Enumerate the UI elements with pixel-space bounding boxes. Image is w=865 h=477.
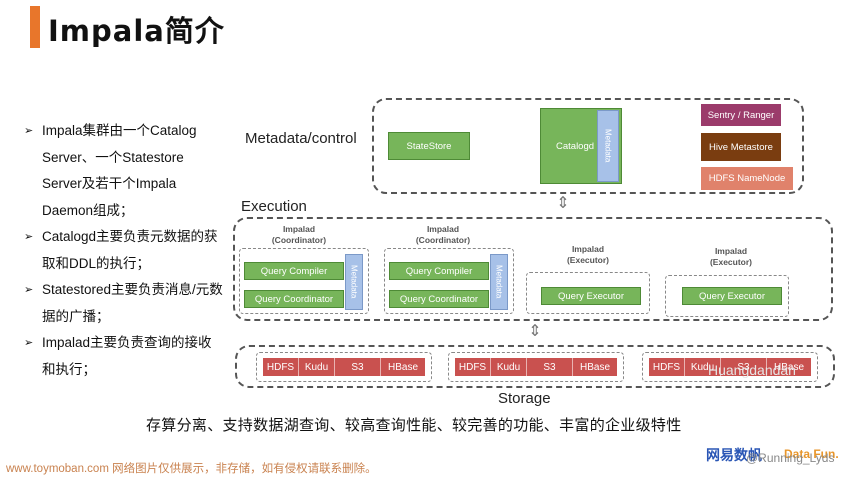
storage-row-1: HDFS Kudu S3 HBase — [263, 358, 425, 376]
storage-cell-hbase: HBase — [767, 358, 811, 376]
impalad-role: (Coordinator) — [271, 235, 327, 245]
bullet-item: ➢ Statestored主要负责消息/元数据的广播； — [24, 277, 224, 330]
storage-row-3: HDFS Kudu S3 HBase — [649, 358, 811, 376]
bullet-text: Statestored主要负责消息/元数据的广播； — [42, 282, 223, 324]
storage-cell-kudu: Kudu — [299, 358, 335, 376]
metadata-execution-arrow-icon: ⇕ — [556, 195, 570, 212]
metadata-control-label: Metadata/control — [245, 130, 357, 147]
impalad-coordinator-1-box — [239, 248, 369, 314]
storage-node-2 — [448, 352, 624, 382]
query-executor-box: Query Executor — [541, 287, 641, 305]
storage-node-3 — [642, 352, 818, 382]
impalad-name: Impalad — [714, 246, 748, 256]
summary-text: 存算分离、支持数据湖查询、较高查询性能、较完善的功能、丰富的企业级特性 — [146, 416, 682, 434]
impalad-name: Impalad — [571, 244, 605, 254]
impalad-role: (Coordinator) — [415, 235, 471, 245]
execution-storage-arrow-icon: ⇕ — [528, 323, 542, 340]
impalad-executor-1-box — [526, 272, 650, 314]
storage-cell-hdfs: HDFS — [263, 358, 299, 376]
impalad-coordinator-2-heading: Impalad (Coordinator) — [403, 224, 483, 246]
query-coordinator-box: Query Coordinator — [244, 290, 344, 308]
storage-cell-kudu: Kudu — [685, 358, 721, 376]
bullet-arrow-icon: ➢ — [24, 231, 34, 243]
storage-cell-s3: S3 — [527, 358, 573, 376]
impalad-name: Impalad — [426, 224, 460, 234]
impalad-coordinator-1-heading: Impalad (Coordinator) — [259, 224, 339, 246]
author-handle: @Running_Lyds — [746, 451, 835, 465]
hive-metastore-box: Hive Metastore — [701, 133, 781, 161]
bullet-item: ➢ Impala集群由一个Catalog Server、一个Statestore… — [24, 118, 224, 224]
execution-label: Execution — [241, 198, 307, 215]
execution-group — [233, 217, 833, 321]
storage-row-2: HDFS Kudu S3 HBase — [455, 358, 617, 376]
impalad-name: Impalad — [282, 224, 316, 234]
sentry-ranger-box: Sentry / Ranger — [701, 104, 781, 126]
bullet-item: ➢ Impalad主要负责查询的接收和执行； — [24, 330, 224, 383]
impalad-role: (Executor) — [566, 255, 610, 265]
storage-cell-s3: S3 — [721, 358, 767, 376]
bullet-item: ➢ Catalogd主要负责元数据的获取和DDL的执行； — [24, 224, 224, 277]
impalad-executor-2-box — [665, 275, 789, 317]
query-compiler-box: Query Compiler — [389, 262, 489, 280]
bullet-arrow-icon: ➢ — [24, 337, 34, 349]
brand-netease: 网易数帆 — [706, 447, 762, 463]
storage-cell-s3: S3 — [335, 358, 381, 376]
storage-node-1 — [256, 352, 432, 382]
catalogd-metadata-tag: Metadata — [597, 110, 619, 182]
bullet-arrow-icon: ➢ — [24, 284, 34, 296]
page-title: Impala简介 — [48, 14, 225, 48]
storage-cell-kudu: Kudu — [491, 358, 527, 376]
query-compiler-box: Query Compiler — [244, 262, 344, 280]
coordinator-1-metadata-tag: Metadata — [345, 254, 363, 310]
impalad-coordinator-2-box — [384, 248, 514, 314]
storage-cell-hdfs: HDFS — [649, 358, 685, 376]
bullet-text: Impalad主要负责查询的接收和执行； — [42, 335, 212, 377]
metadata-control-group — [372, 98, 804, 194]
storage-cell-hbase: HBase — [573, 358, 617, 376]
storage-cell-hdfs: HDFS — [455, 358, 491, 376]
storage-label: Storage — [498, 390, 551, 407]
impalad-executor-1-heading: Impalad (Executor) — [548, 244, 628, 266]
statestore-box: StateStore — [388, 132, 470, 160]
catalogd-label: Catalogd — [556, 140, 595, 152]
site-watermark: www.toymoban.com 网络图片仅供展示，非存储，如有侵权请联系删除。 — [6, 463, 377, 475]
bullet-text: Catalogd主要负责元数据的获取和DDL的执行； — [42, 229, 218, 271]
bullet-list: ➢ Impala集群由一个Catalog Server、一个Statestore… — [24, 118, 224, 383]
query-coordinator-box: Query Coordinator — [389, 290, 489, 308]
query-executor-box: Query Executor — [682, 287, 782, 305]
hdfs-namenode-box: HDFS NameNode — [701, 167, 793, 190]
storage-group — [235, 345, 835, 388]
faint-watermark: Huangdandan — [708, 362, 796, 378]
coordinator-2-metadata-tag: Metadata — [490, 254, 508, 310]
impalad-role: (Executor) — [709, 257, 753, 267]
bullet-text: Impala集群由一个Catalog Server、一个Statestore S… — [42, 123, 197, 218]
title-background — [40, 6, 200, 48]
brand-datafun: Data Fun. — [784, 447, 839, 461]
storage-cell-hbase: HBase — [381, 358, 425, 376]
bullet-arrow-icon: ➢ — [24, 125, 34, 137]
impalad-executor-2-heading: Impalad (Executor) — [691, 246, 771, 268]
